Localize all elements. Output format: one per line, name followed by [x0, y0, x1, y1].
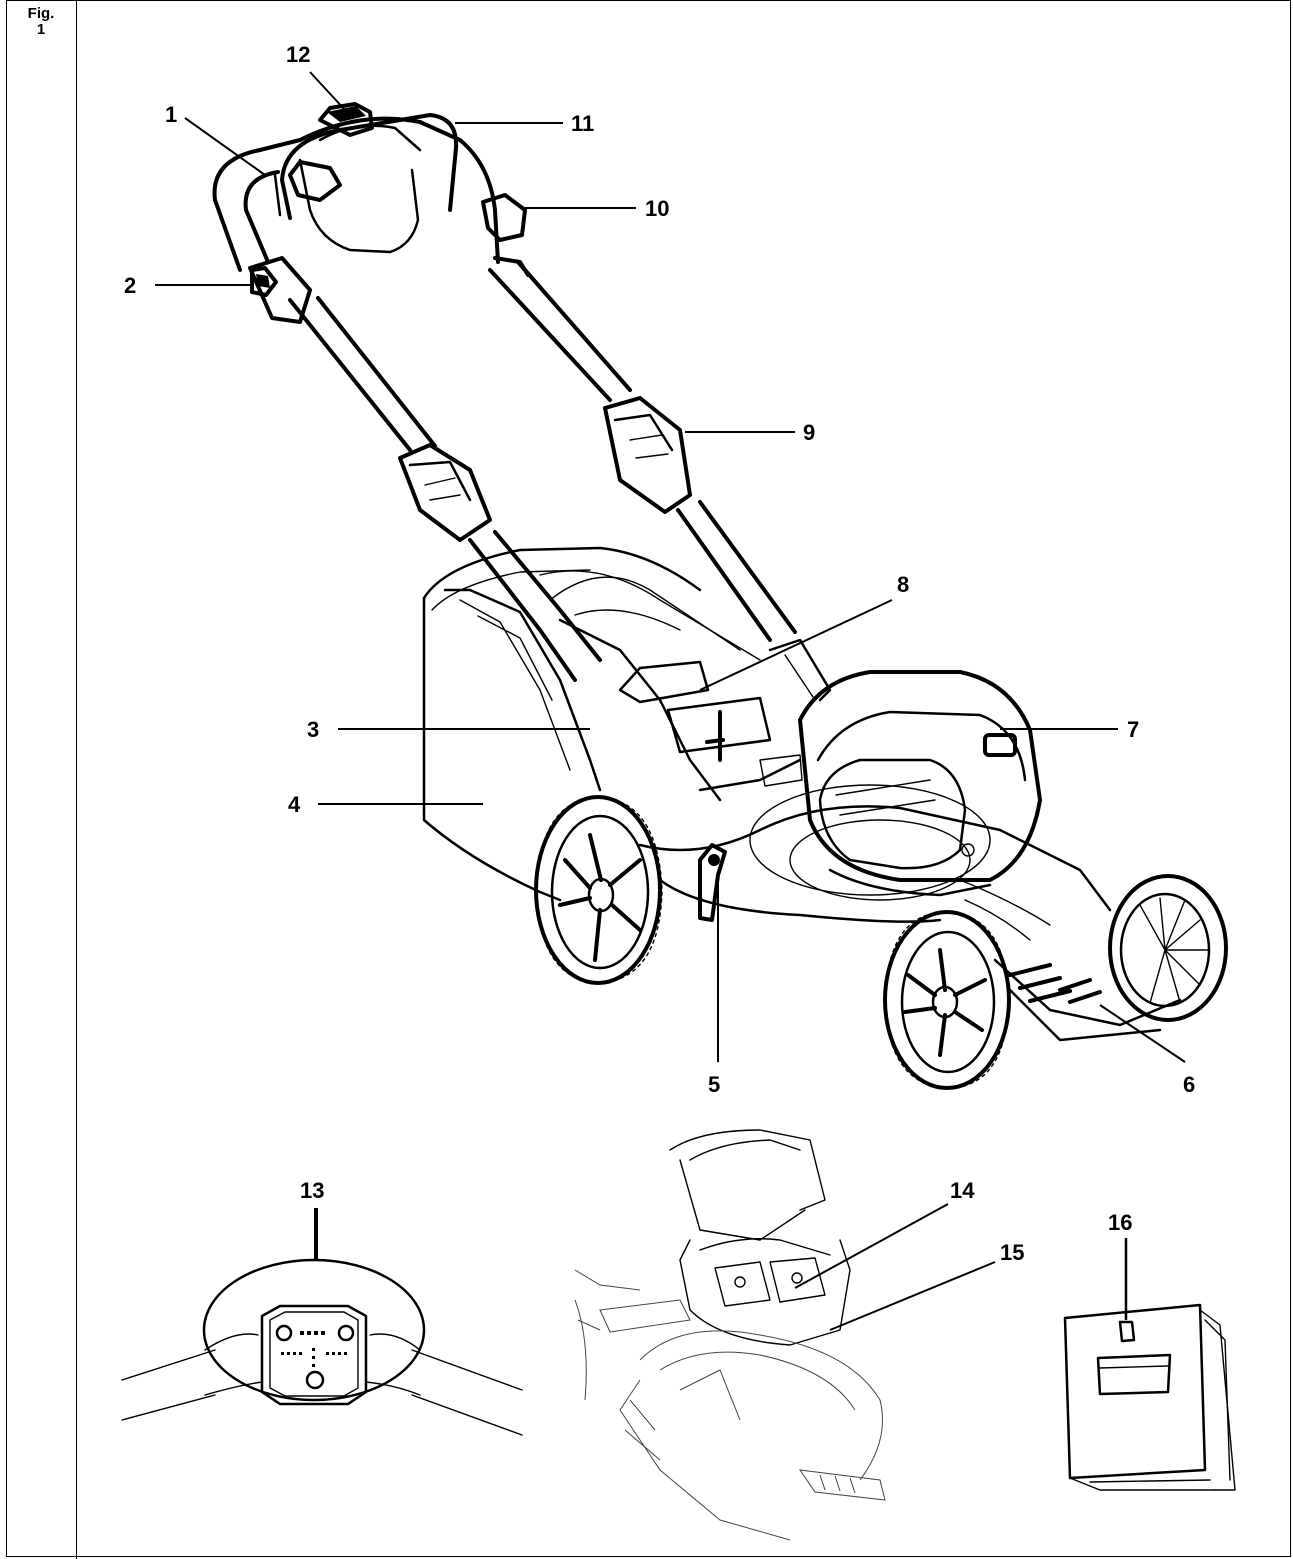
- callout-8: 8: [897, 572, 909, 597]
- callout-labels: 1 2 3 4 5 6 7 8 9 10 11 12: [124, 42, 1195, 1097]
- rear-wheel-drawing: [534, 795, 663, 985]
- callout-3: 3: [307, 717, 319, 742]
- callout-2: 2: [124, 273, 136, 298]
- callout-1: 1: [165, 102, 177, 127]
- height-lever-drawing: [698, 843, 727, 922]
- callout-13: 13: [300, 1178, 324, 1203]
- callout-12: 12: [286, 42, 310, 67]
- callout-5: 5: [708, 1072, 720, 1097]
- callout-7: 7: [1127, 717, 1139, 742]
- callout-11: 11: [571, 111, 594, 136]
- figure-frame: [6, 0, 1291, 1557]
- control-panel-detail: 13: [121, 1178, 523, 1436]
- label-column-divider: [76, 0, 77, 1559]
- mower-deck-drawing: [638, 758, 1182, 1042]
- handle-right-drawing: [488, 260, 797, 642]
- callout-10: 10: [645, 196, 669, 221]
- callout-6: 6: [1183, 1072, 1195, 1097]
- grass-collector-drawing: [422, 546, 741, 902]
- callout-14: 14: [950, 1178, 975, 1203]
- figure-label: Fig. 1: [18, 6, 64, 38]
- battery-compartment-detail: 14 15: [574, 1129, 1024, 1541]
- callout-4: 4: [288, 792, 301, 817]
- callout-15: 15: [1000, 1240, 1024, 1265]
- handlebar-drawing: [212, 102, 530, 297]
- battery-cover-drawing: [539, 570, 832, 802]
- handle-left-drawing: [248, 256, 602, 682]
- figure-label-number: 1: [36, 21, 46, 38]
- far-wheel-drawing: [1108, 874, 1228, 1022]
- grass-bag-detail: 16: [1063, 1210, 1236, 1491]
- callout-9: 9: [803, 420, 815, 445]
- figure-label-word: Fig.: [27, 5, 55, 22]
- callout-16: 16: [1108, 1210, 1132, 1235]
- front-wheel-drawing: [883, 910, 1011, 1090]
- mower-illustration: [212, 102, 1228, 1090]
- motor-housing-drawing: [798, 670, 1042, 897]
- leader-lines: [155, 71, 1186, 1063]
